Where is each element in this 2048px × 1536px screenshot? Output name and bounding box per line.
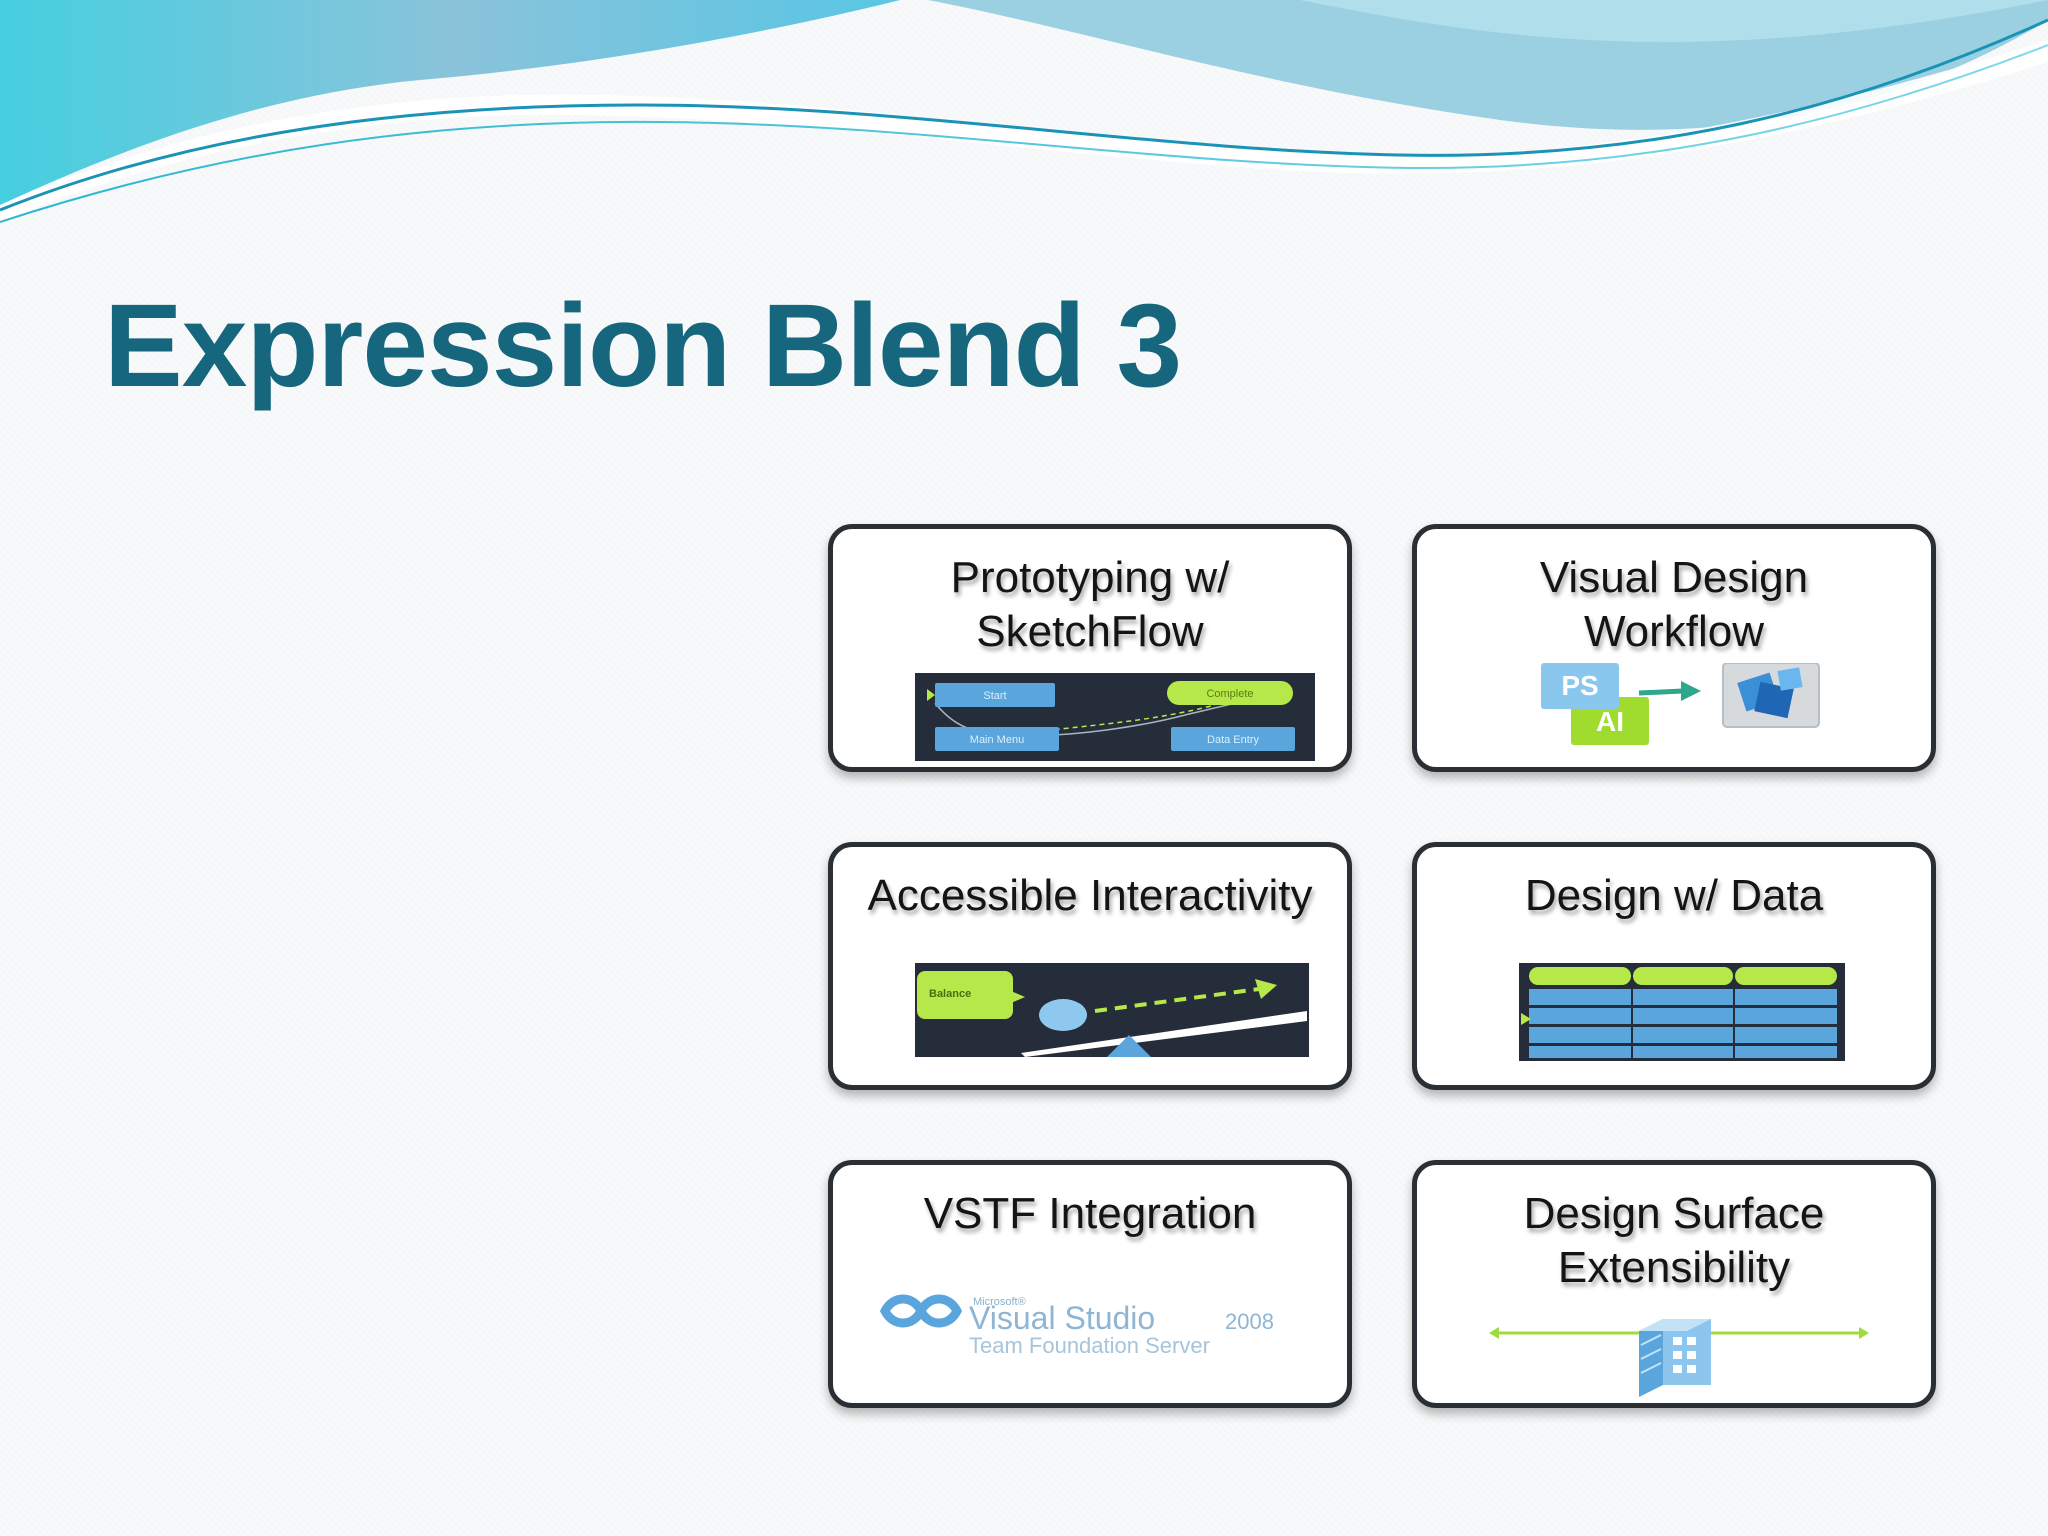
card-title-line: Accessible Interactivity	[867, 871, 1313, 920]
card-title-line: Design Surface	[1523, 1189, 1825, 1238]
card-title: Design w/ Data	[1417, 869, 1931, 923]
microsoft-label: Microsoft®	[973, 1296, 1026, 1308]
card-design-with-data: Design w/ Data	[1412, 842, 1936, 1090]
visual-studio-version: 2008	[1225, 1309, 1274, 1334]
card-vstf-integration: VSTF Integration Microsoft® Visual Studi…	[828, 1160, 1352, 1408]
balance-callout-label: Balance	[929, 988, 971, 1000]
card-title: VSTF Integration	[833, 1187, 1347, 1241]
card-title-line: Workflow	[1583, 607, 1765, 656]
card-title-line: VSTF Integration	[923, 1189, 1257, 1238]
card-title: Design Surface Extensibility	[1417, 1187, 1931, 1295]
diagram-node-main-menu: Main Menu	[970, 734, 1024, 746]
illustrator-icon: AI	[1596, 706, 1624, 737]
data-grid-image	[1519, 963, 1845, 1061]
extensibility-cube-image	[1489, 1315, 1869, 1401]
card-accessible-interactivity: Accessible Interactivity Balance	[828, 842, 1352, 1090]
slide-title: Expression Blend 3	[104, 280, 1182, 412]
decorative-wave-header	[0, 0, 2048, 223]
visual-studio-tfs-logo: Microsoft® Visual Studio 2008 Team Found…	[877, 1291, 1317, 1361]
sketchflow-diagram-image: Start Complete Main Menu Data Entry	[915, 673, 1315, 761]
card-design-surface-extensibility: Design Surface Extensibility	[1412, 1160, 1936, 1408]
card-title-line: Visual Design	[1539, 553, 1809, 602]
photoshop-icon: PS	[1561, 670, 1598, 701]
card-title: Accessible Interactivity	[833, 869, 1347, 923]
card-prototyping-sketchflow: Prototyping w/ SketchFlow Start Complete…	[828, 524, 1352, 772]
card-title-line: SketchFlow	[976, 607, 1204, 656]
visual-studio-label: Visual Studio	[969, 1300, 1155, 1336]
visual-studio-infinity-icon	[879, 1294, 963, 1328]
diagram-node-data-entry: Data Entry	[1207, 734, 1259, 746]
diagram-node-start: Start	[983, 690, 1006, 702]
card-visual-design-workflow: Visual Design Workflow AI PS	[1412, 524, 1936, 772]
diagram-node-complete: Complete	[1206, 688, 1253, 700]
interactivity-diagram-image: Balance	[915, 963, 1309, 1057]
card-title-line: Extensibility	[1557, 1243, 1791, 1292]
team-foundation-server-label: Team Foundation Server	[969, 1333, 1210, 1358]
card-title-line: Prototyping w/	[950, 553, 1230, 602]
card-title: Prototyping w/ SketchFlow	[833, 551, 1347, 659]
design-workflow-image: AI PS	[1535, 663, 1825, 759]
card-title: Visual Design Workflow	[1417, 551, 1931, 659]
card-title-line: Design w/ Data	[1524, 871, 1824, 920]
